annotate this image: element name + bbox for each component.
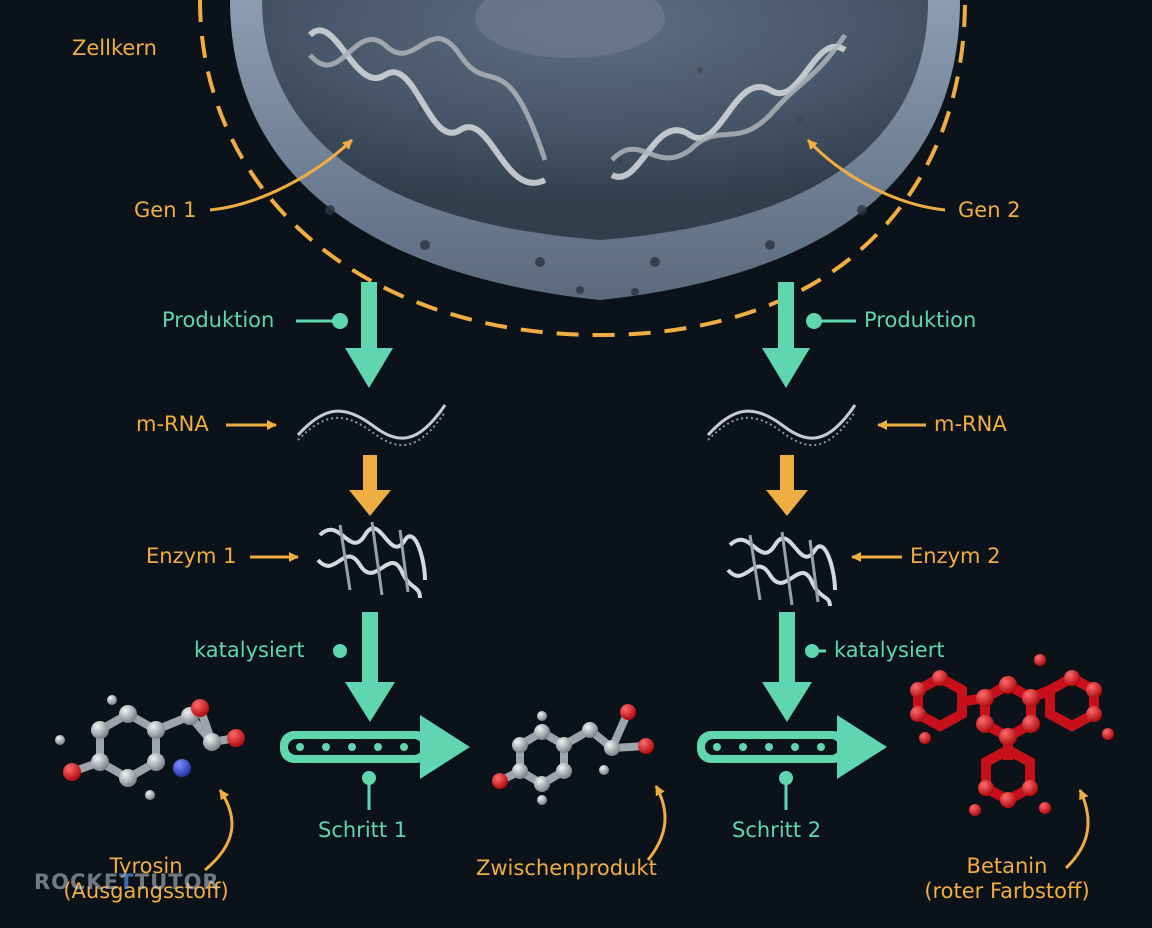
enzyme-protein-icon [726, 531, 837, 607]
label-catalyzes-right: katalysiert [834, 638, 945, 662]
label-nucleus: Zellkern [72, 36, 157, 60]
mrna-strand-icon [296, 404, 447, 446]
label-gene-2: Gen 2 [958, 198, 1021, 222]
label-enzyme-2: Enzym 2 [910, 544, 1001, 568]
label-betanin-name: Betanin [966, 854, 1048, 878]
flow-arrow-catalysis [345, 612, 812, 722]
label-betanin: Betanin (roter Farbstoff) [900, 854, 1114, 904]
label-step-1: Schritt 1 [318, 818, 408, 842]
label-catalyzes-left: katalysiert [194, 638, 305, 662]
nucleolus [475, 0, 665, 58]
molecule-icon [492, 704, 654, 805]
label-step-2: Schritt 2 [732, 818, 822, 842]
molecule-icon [55, 695, 245, 800]
brand-part-b: T [119, 870, 135, 894]
molecule-icon [910, 654, 1114, 816]
label-enzyme-1: Enzym 1 [146, 544, 237, 568]
label-betanin-sub: (roter Farbstoff) [924, 879, 1090, 904]
brand-part-c: TUTOR [134, 870, 220, 894]
brand-logo: ROCKETTUTOR [34, 870, 220, 894]
dna-helix-icon [610, 33, 848, 180]
mrna-strand-icon [706, 404, 857, 446]
label-intermediate: Zwischenprodukt [476, 856, 657, 880]
label-production-right: Produktion [864, 308, 977, 332]
enzyme-protein-icon [316, 521, 427, 599]
dna-helix-icon [307, 27, 548, 186]
label-gene-1: Gen 1 [134, 198, 197, 222]
cell-nucleus [230, 0, 960, 300]
label-production-left: Produktion [162, 308, 275, 332]
label-tyrosine-sub: (Ausgangsstoff) [63, 879, 229, 904]
label-tyrosine-name: Tyrosin [109, 854, 183, 878]
label-tyrosine: Tyrosin (Ausgangsstoff) [46, 854, 246, 904]
label-mrna-right: m-RNA [934, 412, 1007, 436]
brand-part-a: ROCKE [34, 870, 120, 894]
nuclear-pores [325, 205, 867, 296]
step-arrow-1 [280, 715, 470, 779]
label-mrna-left: m-RNA [136, 412, 209, 436]
flow-arrow-production [345, 282, 810, 388]
nucleus-boundary [198, 0, 967, 338]
step-arrow-2 [697, 715, 887, 779]
